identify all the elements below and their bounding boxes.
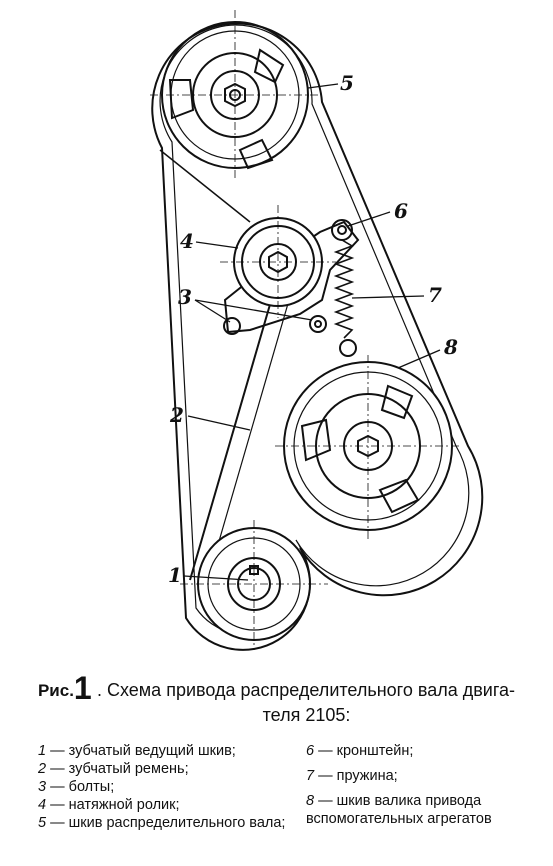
drive-pulley bbox=[180, 520, 328, 650]
legend-item-3: 3 — болты; bbox=[38, 779, 115, 795]
label-7: 7 bbox=[428, 283, 442, 307]
label-2: 2 bbox=[169, 403, 184, 427]
label-4: 4 bbox=[180, 229, 194, 253]
label-5: 5 bbox=[340, 71, 354, 95]
legend-item-5: 5 — шкив распределительного вала; bbox=[38, 815, 286, 831]
label-3: 3 bbox=[178, 285, 192, 309]
legend-item-6: 6 — кронштейн; bbox=[306, 743, 414, 759]
auxiliary-drive-pulley bbox=[275, 355, 460, 540]
legend-item-8: 8 — шкив валика привода вспомогательных … bbox=[306, 793, 492, 827]
legend-right-column: 6 — кронштейн; 7 — пружина; 8 — шкив вал… bbox=[306, 742, 553, 835]
figure-prefix: Рис. bbox=[37, 681, 74, 700]
spring bbox=[333, 239, 355, 339]
belt-drive-diagram: 5 6 4 3 7 8 2 1 bbox=[150, 10, 484, 651]
label-6: 6 bbox=[394, 199, 408, 223]
toothed-belt-inner bbox=[159, 24, 470, 636]
label-8: 8 bbox=[443, 335, 458, 359]
figure-title-cont: теля 2105: bbox=[262, 705, 351, 725]
figure-caption: Рис.1 . Схема привода распределительного… bbox=[0, 672, 553, 727]
legend-left-column: 1 — зубчатый ведущий шкив; 2 — зубчатый … bbox=[38, 742, 300, 832]
legend-item-7: 7 — пружина; bbox=[306, 768, 398, 784]
legend-item-4: 4 — натяжной ролик; bbox=[38, 797, 180, 813]
toothed-belt bbox=[151, 22, 484, 651]
figure-number: 1 bbox=[73, 670, 92, 706]
legend-item-2: 2 — зубчатый ремень; bbox=[38, 761, 189, 777]
tensioner-roller bbox=[220, 205, 360, 335]
label-1: 1 bbox=[168, 563, 182, 587]
figure-title: . Схема привода распределительного вала … bbox=[97, 680, 516, 700]
camshaft-pulley bbox=[150, 10, 320, 180]
legend-item-1: 1 — зубчатый ведущий шкив; bbox=[38, 743, 236, 759]
